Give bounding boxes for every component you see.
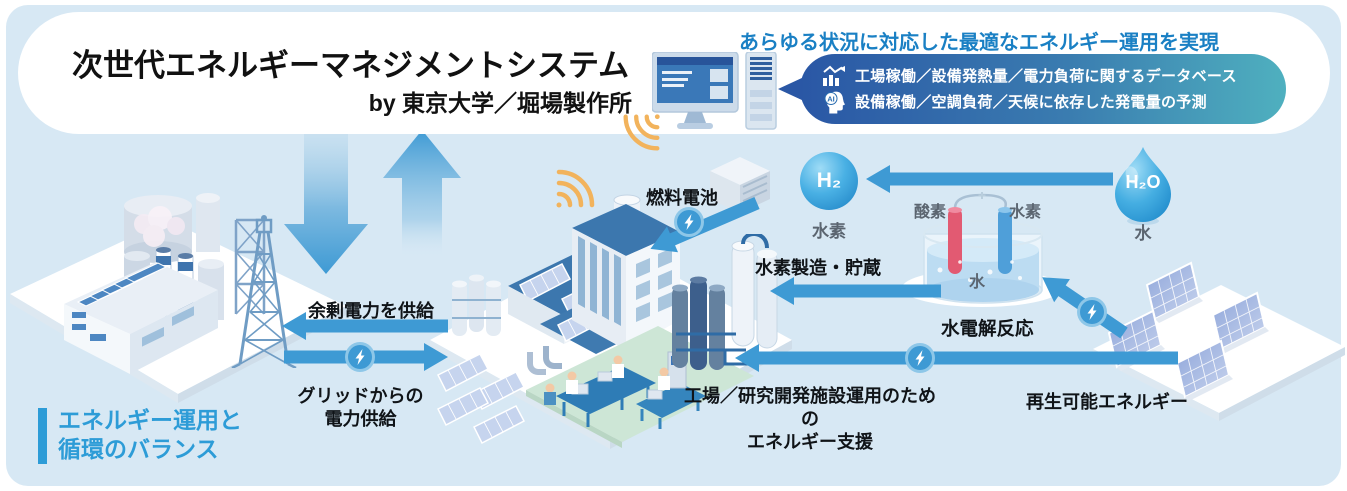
chart-trend-icon bbox=[823, 65, 845, 86]
label-water: 水 bbox=[969, 274, 986, 291]
arrow-renewable-to-factory bbox=[735, 344, 1178, 372]
down-flow-arrow bbox=[284, 128, 368, 274]
callout-row-database: 工場稼働／設備発熱量／電力負荷に関するデータベース bbox=[822, 65, 1286, 87]
callout-text-database: 工場稼働／設備発熱量／電力負荷に関するデータベース bbox=[855, 68, 1237, 85]
label-renewable: 再生可能エネルギー bbox=[1026, 392, 1188, 412]
label-energy-support: 工場／研究開発施設運用のための エネルギー支援 bbox=[684, 386, 936, 452]
up-flow-arrow bbox=[383, 130, 461, 258]
callout-text-prediction: 設備稼働／空調負荷／天候に依存した発電量の予測 bbox=[855, 94, 1207, 111]
arrow-fuelcell-to-factory bbox=[650, 197, 760, 253]
factory-campus-illustration bbox=[430, 194, 792, 449]
lightning-icon bbox=[345, 207, 1107, 373]
arrow-surplus-to-grid bbox=[282, 312, 448, 340]
wifi-icon bbox=[623, 114, 660, 151]
label-hydrogen: 水素 bbox=[1009, 204, 1042, 221]
label-surplus-power: 余剰電力を供給 bbox=[308, 301, 434, 321]
label-h2o: 水 bbox=[1134, 224, 1152, 243]
callout-tail bbox=[778, 77, 804, 101]
h2o-symbol: H₂O bbox=[1125, 172, 1161, 192]
svg-text:AI: AI bbox=[827, 94, 835, 103]
label-h2: 水素 bbox=[812, 222, 846, 241]
h2-symbol: H₂ bbox=[816, 169, 842, 192]
transmission-tower-illustration bbox=[231, 215, 297, 368]
wifi-icon bbox=[556, 169, 595, 208]
fuel-cell-illustration bbox=[710, 157, 770, 213]
solar-farm-illustration bbox=[1093, 262, 1345, 421]
tagline: あらゆる状況に対応した最適なエネルギー運用を実現 bbox=[739, 32, 1219, 54]
ai-head-icon: AI bbox=[824, 91, 845, 113]
electrolysis-illustration bbox=[902, 192, 1062, 307]
arrow-electrolysis-to-storage bbox=[770, 277, 941, 305]
label-electrolysis: 水電解反応 bbox=[941, 318, 1034, 339]
balance-title: エネルギー運用と 循環のバランス bbox=[58, 407, 242, 462]
label-grid-supply: グリッドからの 電力供給 bbox=[297, 386, 424, 429]
label-fuel-cell: 燃料電池 bbox=[646, 188, 718, 208]
label-hydrogen-storage: 水素製造・貯蔵 bbox=[755, 258, 881, 278]
page-subtitle: by 東京大学／堀場製作所 bbox=[368, 90, 632, 116]
page-title: 次世代エネルギーマネジメントシステム bbox=[72, 48, 630, 83]
management-computer-icon bbox=[652, 52, 777, 130]
balance-title-bar bbox=[38, 408, 47, 464]
h2-molecule: H₂ bbox=[800, 152, 858, 210]
arrow-water-to-h2 bbox=[866, 165, 1113, 193]
callout-row-prediction: AI 設備稼働／空調負荷／天候に依存した発電量の予測 bbox=[822, 90, 1286, 114]
hydrogen-storage-illustration bbox=[672, 234, 778, 370]
label-oxygen: 酸素 bbox=[914, 204, 947, 221]
callout-bubble: 工場稼働／設備発熱量／電力負荷に関するデータベース AI 設備稼働／空調負荷／天… bbox=[800, 54, 1286, 124]
h2o-droplet bbox=[1115, 147, 1171, 225]
